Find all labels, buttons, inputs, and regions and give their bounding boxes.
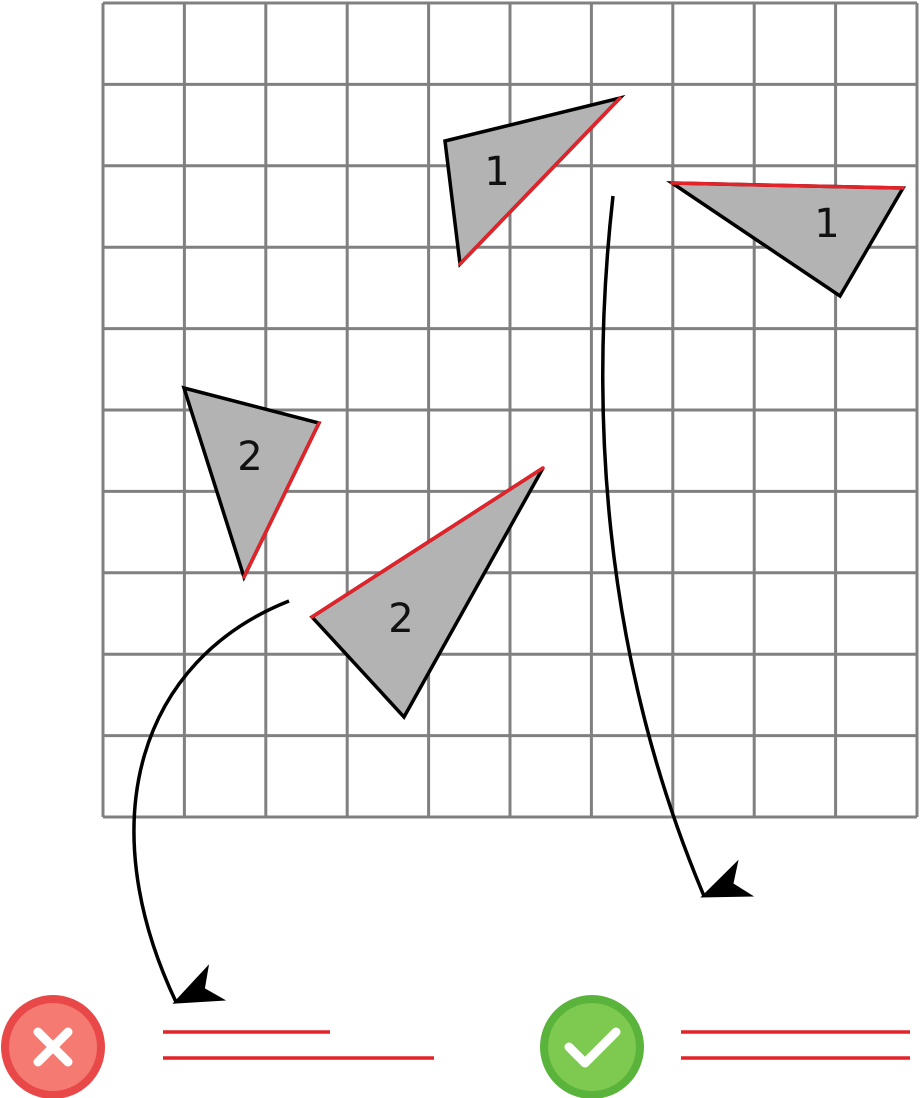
- correct-comparison: [540, 995, 910, 1098]
- triangle-shape: [181, 385, 322, 582]
- triangle-label: 1: [814, 201, 839, 247]
- corresponding-side: [458, 96, 622, 266]
- triangle-1-rotated: 1: [443, 94, 626, 268]
- arrow-to-incorrect: [132, 599, 290, 1004]
- triangle-1-original: 1: [666, 181, 907, 299]
- check-icon: [540, 995, 644, 1098]
- incorrect-comparison: [1, 995, 434, 1098]
- arrow-to-correct: [601, 195, 755, 898]
- triangle-shape: [666, 181, 907, 299]
- triangle-label: 2: [237, 434, 262, 480]
- corresponding-side: [310, 466, 545, 619]
- triangle-2-large: 2: [309, 466, 545, 720]
- triangle-label: 2: [388, 596, 413, 642]
- cross-icon: [1, 995, 105, 1098]
- triangle-label: 1: [484, 149, 509, 195]
- corresponding-side: [242, 421, 321, 579]
- triangle-2-small: 2: [181, 385, 322, 582]
- corresponding-side: [670, 181, 905, 190]
